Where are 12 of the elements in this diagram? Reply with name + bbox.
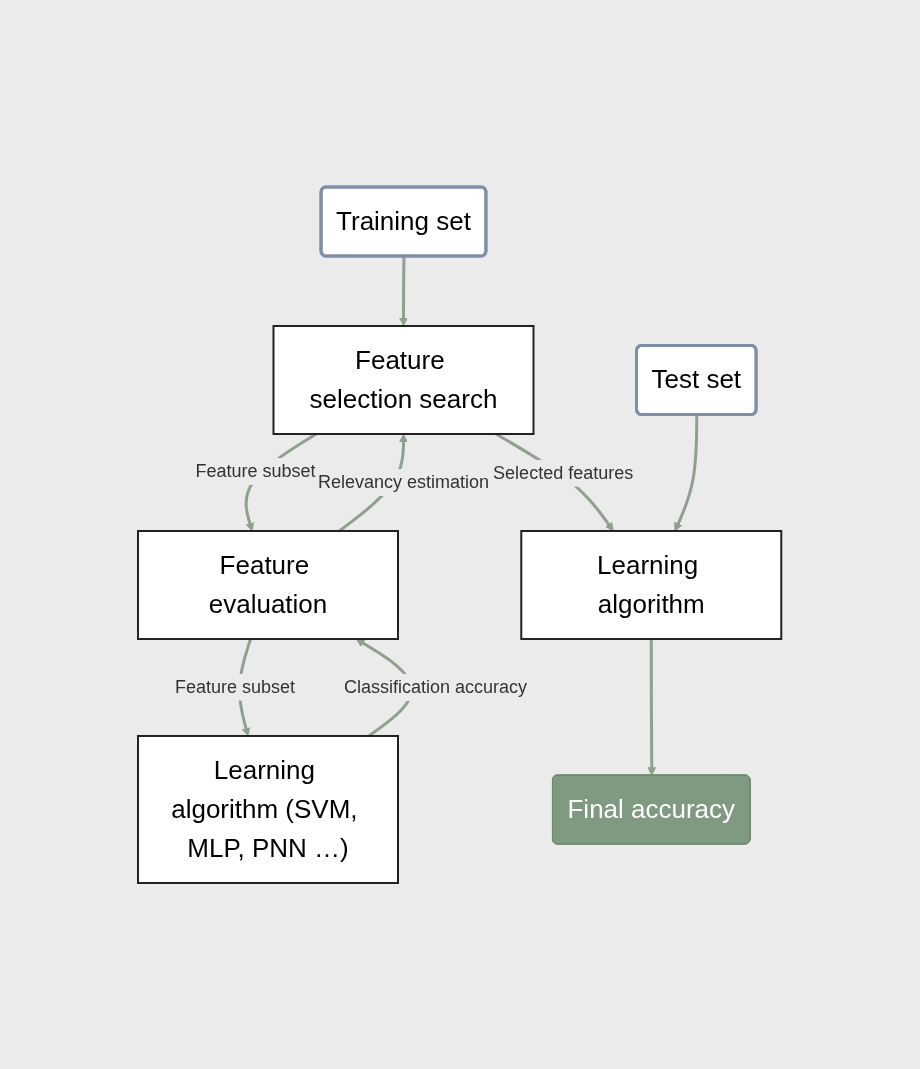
node-box: Feature evaluation — [137, 529, 400, 640]
edge-label: Classification accuracy — [344, 676, 528, 697]
edge-label: Selected features — [493, 462, 634, 483]
arrow — [647, 638, 657, 776]
edge-label: Feature subset — [175, 676, 296, 697]
edge-label: Feature subset — [195, 460, 316, 481]
arrow — [674, 414, 699, 531]
node-box: Learning algorithm — [520, 529, 783, 640]
node-box: Learning algorithm (SVM, MLP, PNN …) — [137, 734, 400, 884]
node-box: Feature selection search — [272, 324, 535, 435]
edge-label: Relevancy estimation — [318, 471, 490, 492]
arrow — [399, 255, 409, 326]
